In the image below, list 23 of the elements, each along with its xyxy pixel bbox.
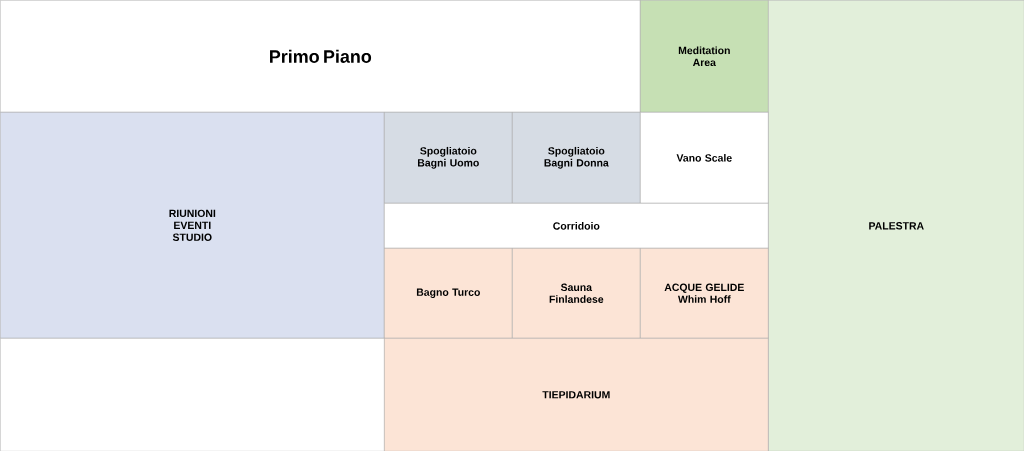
- room: [640, 0, 769, 113]
- room-label: Vano Scale: [676, 153, 732, 162]
- room-label: RIUNIONI EVENTI STUDIO: [169, 209, 216, 241]
- room: [640, 248, 769, 339]
- room: [0, 112, 385, 339]
- room: [0, 0, 641, 113]
- room: [512, 112, 641, 204]
- room-label: Bagno Turco: [416, 288, 480, 298]
- room-label: Corridoio: [553, 221, 600, 230]
- room: [384, 112, 513, 204]
- room-label: Spogliatoio Bagni Uomo: [418, 146, 479, 169]
- room: [640, 112, 769, 204]
- room-label: Spogliatoio Bagni Donna: [544, 146, 609, 169]
- room: [384, 248, 513, 339]
- room: [384, 203, 769, 249]
- room-label: PALESTRA: [869, 222, 924, 230]
- room-label: Sauna Finlandese: [549, 283, 604, 303]
- room-label: ACQUE GELIDE Whim Hoff: [664, 283, 744, 303]
- room-label: Meditation Area: [678, 46, 730, 67]
- room-label: Primo Piano: [270, 49, 372, 63]
- room: [768, 0, 1024, 451]
- room-label: TIEPIDARIUM: [542, 391, 610, 399]
- room: [512, 248, 641, 339]
